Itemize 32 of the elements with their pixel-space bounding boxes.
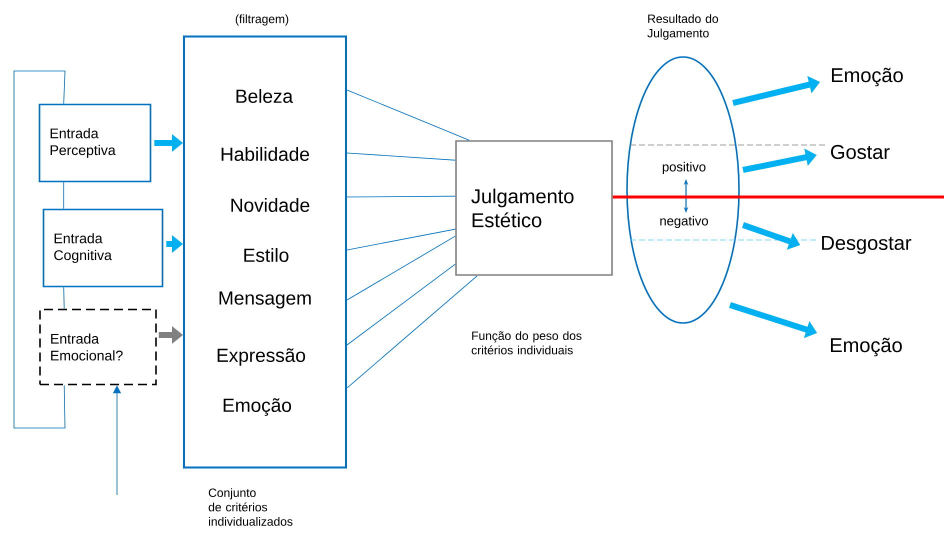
connector-line — [63, 286, 65, 310]
pole-label: negativo — [660, 216, 708, 228]
pole-label: positivo — [662, 162, 706, 174]
connector-line — [346, 228, 456, 250]
dashed-input-box: Entrada Emocional? — [39, 308, 157, 386]
criterion-text: Novidade — [231, 198, 310, 212]
criterion-text: Expressão — [218, 348, 306, 366]
box-heading: (filtragem) — [236, 14, 288, 26]
criterion-text: Mensagem — [220, 292, 311, 308]
input-box: Entrada Cognitiva — [42, 208, 164, 288]
input-box: Entrada Perceptiva — [38, 104, 152, 182]
connector-line — [346, 90, 470, 141]
caption-text: Conjunto de critérios individualizados — [208, 488, 292, 526]
connector-line — [346, 152, 456, 161]
outcome-text: Gostar — [831, 144, 890, 160]
connector-line — [346, 196, 456, 198]
note-text: Função do peso dos critérios individuais — [472, 331, 582, 354]
connector-line — [14, 70, 66, 428]
outcome-text: Desgostar — [822, 236, 912, 254]
connector-line — [346, 236, 456, 300]
threshold-line — [612, 196, 944, 198]
connector-line — [346, 264, 456, 346]
outcome-text: Emoção — [832, 68, 903, 86]
process-box: Julgamento Estético — [455, 140, 613, 276]
criterion-text: Beleza — [236, 89, 294, 103]
criterion-text: Estilo — [244, 248, 288, 262]
connector-line — [63, 182, 64, 210]
criterion-text: Habilidade — [222, 147, 310, 161]
outcome-text: Emoção — [830, 338, 902, 356]
criterion-text: Emoção — [224, 398, 292, 416]
connector-line — [346, 275, 478, 388]
ellipse-heading: Resultado do Julgamento — [647, 14, 718, 40]
